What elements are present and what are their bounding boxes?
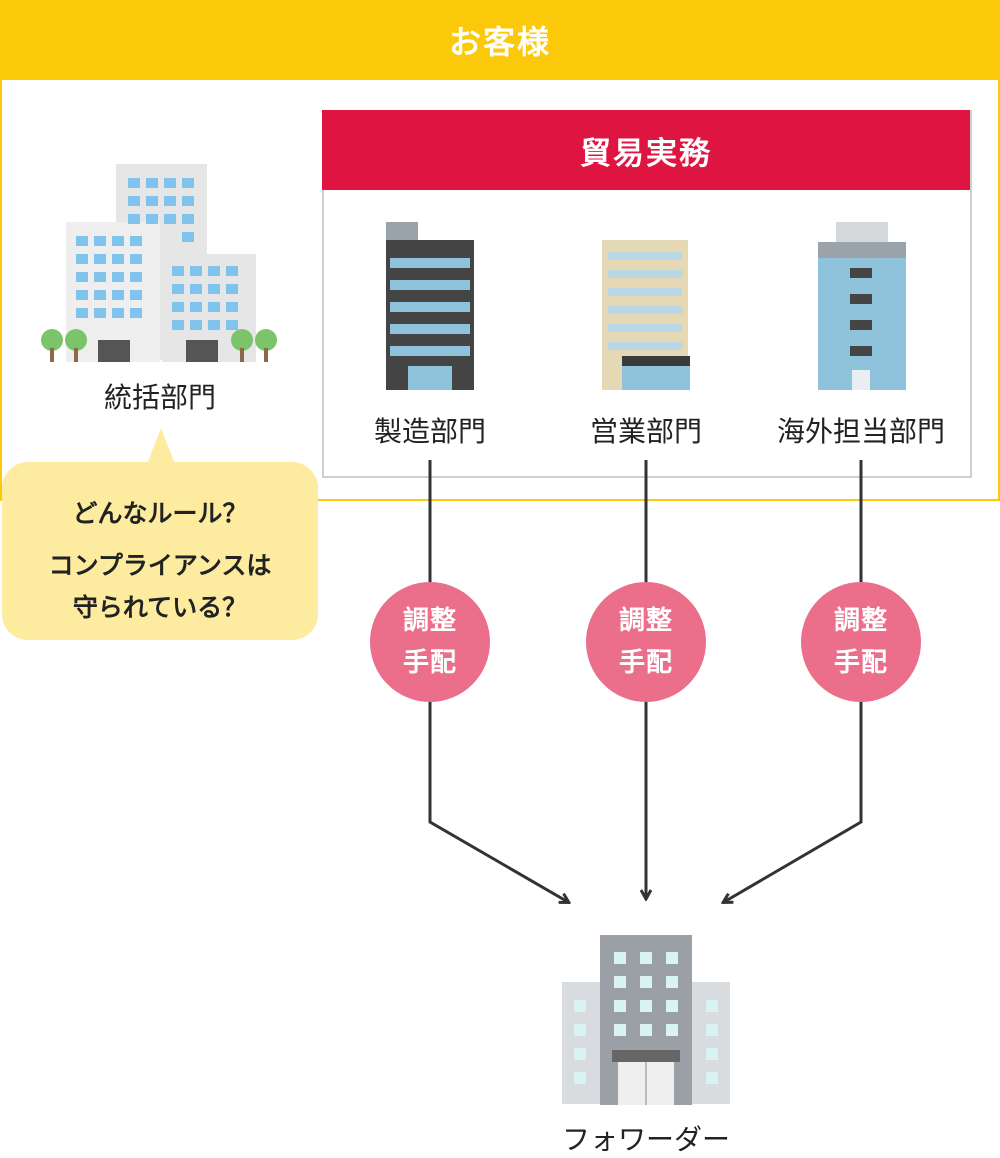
trade-title: 貿易実務: [580, 135, 712, 172]
hq-label: 統括部門: [103, 381, 216, 414]
coordination-badge-line-1: 調整: [833, 606, 888, 636]
speech-bubble: [2, 462, 318, 640]
hq-building-icon: [41, 164, 277, 362]
flow-connectors: [428, 460, 863, 902]
speech-bubble-tail: [147, 428, 175, 464]
coordination-badge-manufacturing: 調整 手配: [370, 582, 490, 702]
forwarder-building-icon: [562, 935, 730, 1105]
connector-overseas-arrow: [724, 700, 863, 902]
speech-bubble-line-3: 守られている？: [72, 593, 248, 622]
department-label-manufacturing: 製造部門: [373, 415, 486, 448]
speech-bubble-line-1: どんなルール？: [72, 499, 248, 528]
coordination-badge-sales: 調整 手配: [586, 582, 706, 702]
coordination-badge-overseas: 調整 手配: [801, 582, 921, 702]
customer-header: お客様: [0, 0, 1000, 80]
coordination-badge-line-1: 調整: [618, 606, 673, 636]
manufacturing-building-icon: [386, 222, 474, 390]
forwarder-label: フォワーダー: [561, 1123, 730, 1156]
customer-title: お客様: [448, 23, 551, 61]
overseas-building-icon: [818, 222, 906, 390]
sales-building-icon: [602, 240, 690, 390]
coordination-badge-line-2: 手配: [833, 648, 888, 678]
speech-bubble-line-2: コンプライアンスは: [48, 551, 272, 580]
connector-manufacturing-arrow: [428, 700, 568, 902]
department-label-sales: 営業部門: [589, 415, 702, 448]
coordination-badge-line-1: 調整: [402, 606, 457, 636]
coordination-badge-line-2: 手配: [618, 648, 673, 678]
coordination-badge-line-2: 手配: [402, 648, 457, 678]
trade-header: 貿易実務: [322, 110, 970, 190]
department-label-overseas: 海外担当部門: [776, 415, 945, 448]
